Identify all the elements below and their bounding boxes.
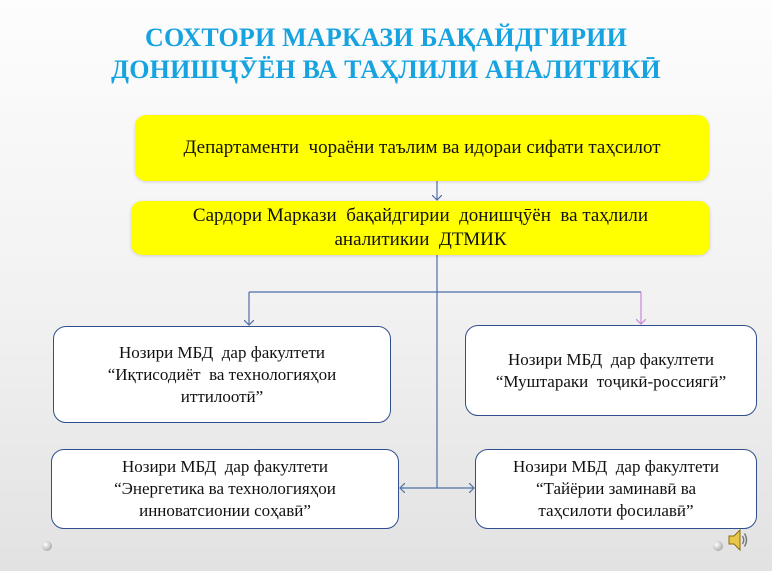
center-head-label: Сардори Маркази бақайдгирии донишҷӯён ва… <box>192 205 649 250</box>
inspector-economics-box: Нозири МБД дар факултети “Иқтисодиёт ва … <box>53 326 391 423</box>
department-label: Департаменти чораёни таълим ва идораи си… <box>183 137 661 158</box>
title-line-2: ДОНИШҶӮЁН ВА ТАҲЛИЛИ АНАЛИТИКӢ <box>111 55 661 84</box>
inspector-distance-box: Нозири МБД дар факултети “Тайёрии замина… <box>475 449 757 529</box>
inspector-joint-label: Нозири МБД дар факултети “Муштараки тоҷи… <box>495 349 727 391</box>
slide-title: СОХТОРИ МАРКАЗИ БАҚАЙДГИРИИ ДОНИШҶӮЁН ВА… <box>0 22 772 86</box>
title-line-1: СОХТОРИ МАРКАЗИ БАҚАЙДГИРИИ <box>144 23 628 52</box>
corner-dot-right <box>713 541 723 551</box>
inspector-joint-box: Нозири МБД дар факултети “Муштараки тоҷи… <box>465 325 757 416</box>
corner-dot-left <box>42 541 52 551</box>
center-head-box: Сардори Маркази бақайдгирии донишҷӯён ва… <box>131 201 710 255</box>
inspector-distance-label: Нозири МБД дар факултети “Тайёрии замина… <box>512 457 720 520</box>
inspector-energy-box: Нозири МБД дар факултети “Энергетика ва … <box>51 449 399 529</box>
inspector-economics-label: Нозири МБД дар факултети “Иқтисодиёт ва … <box>107 342 337 406</box>
speaker-icon[interactable] <box>726 527 750 553</box>
department-box: Департаменти чораёни таълим ва идораи си… <box>135 115 709 181</box>
inspector-energy-label: Нозири МБД дар факултети “Энергетика ва … <box>114 457 336 520</box>
